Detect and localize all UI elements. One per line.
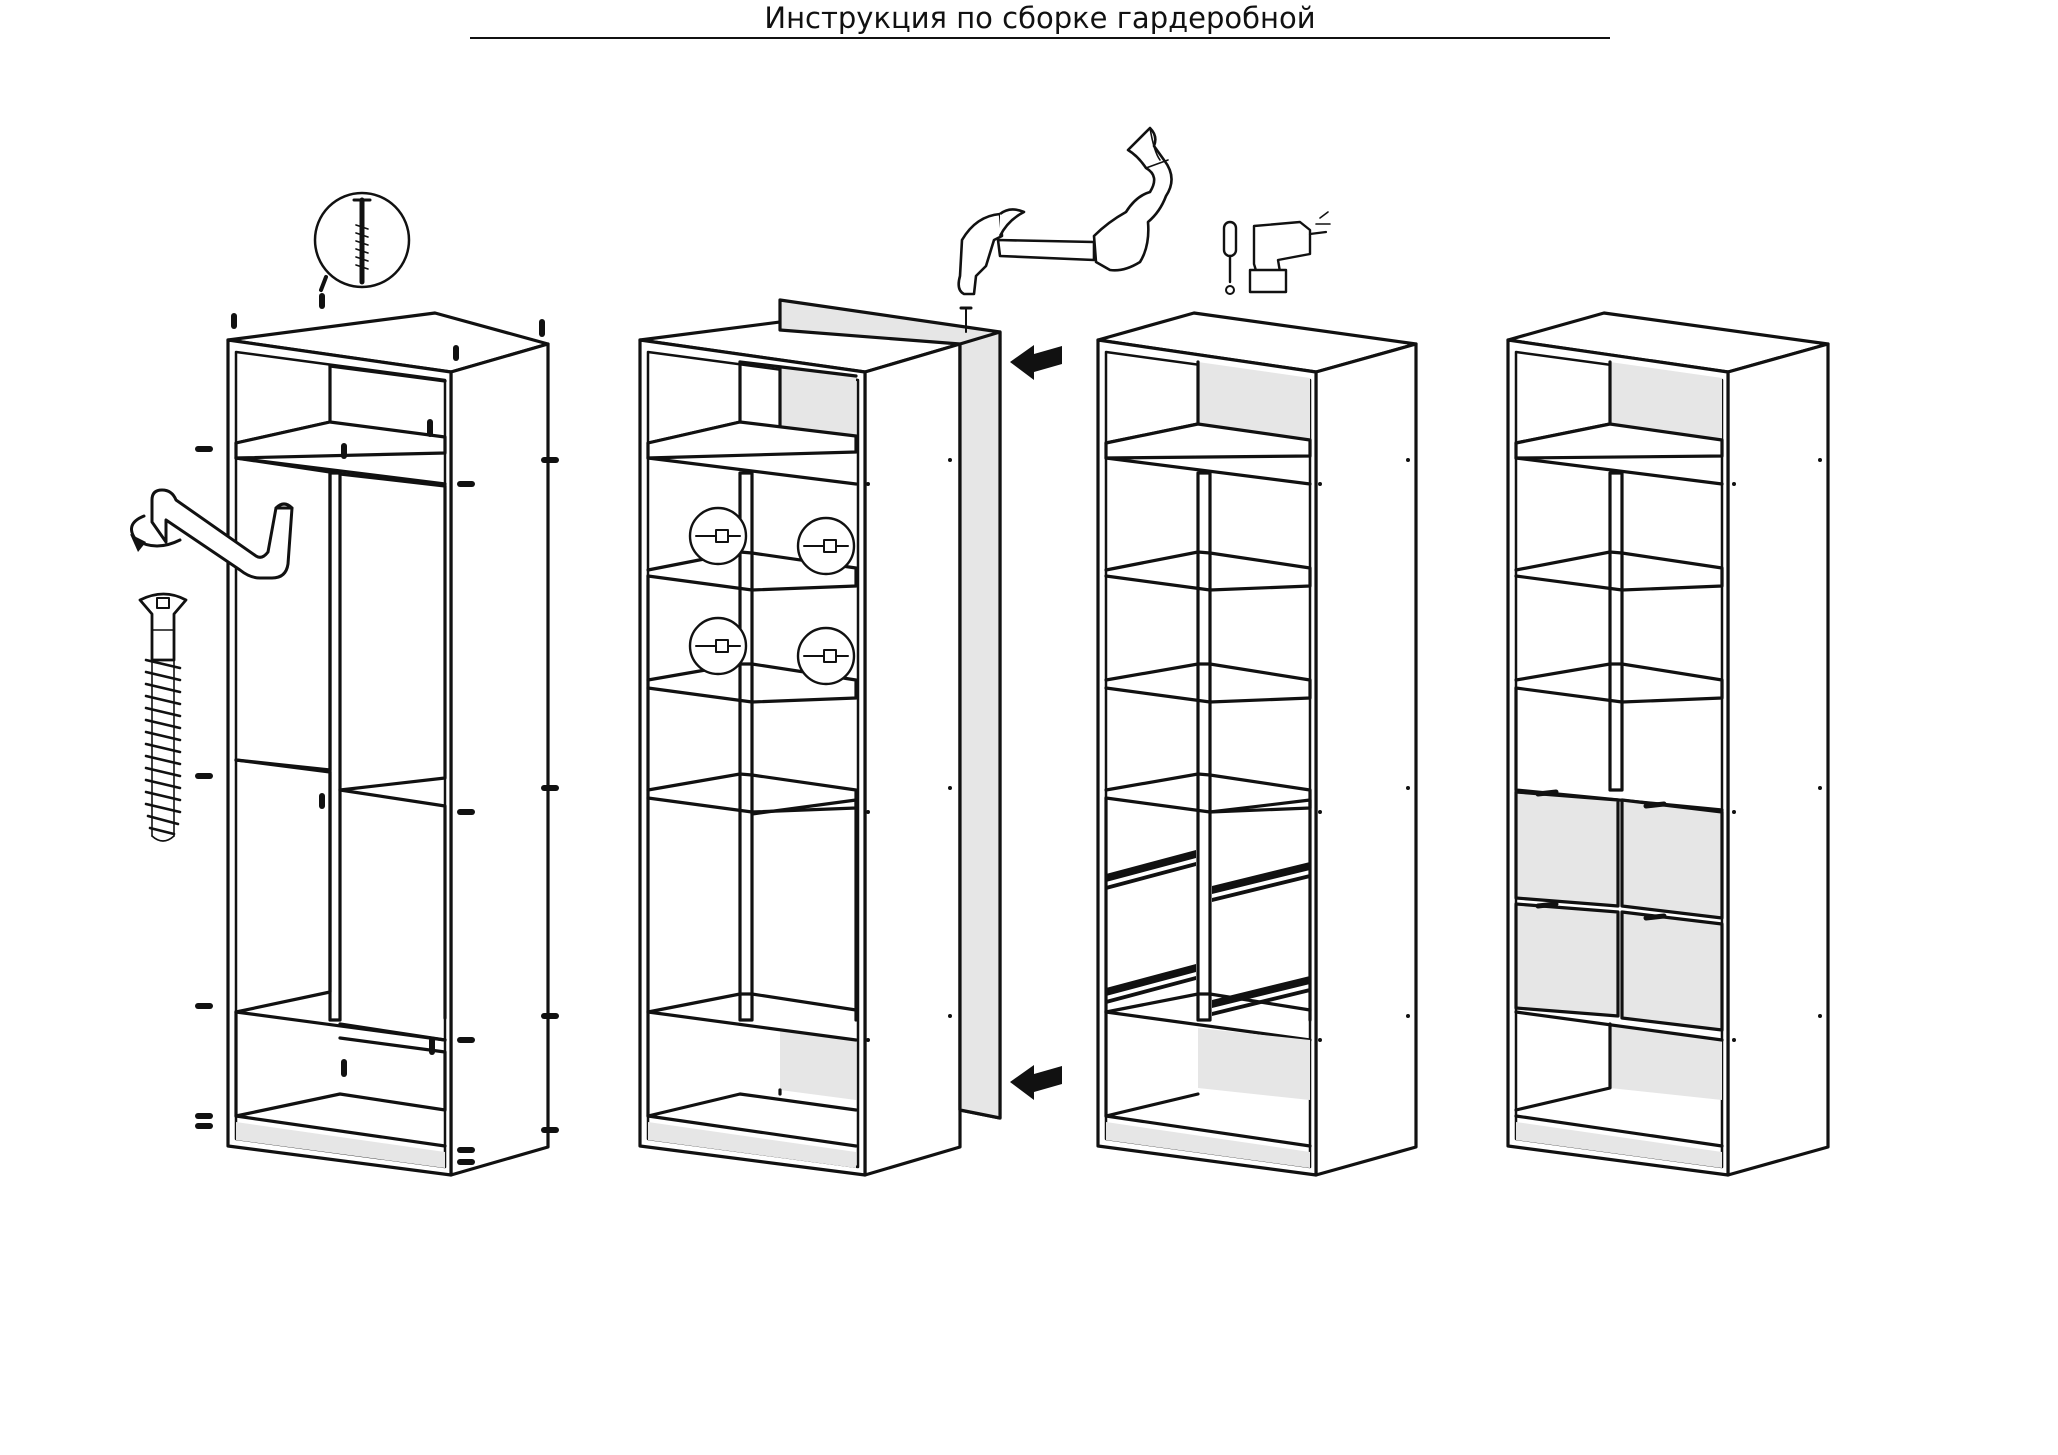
screwdriver-icon	[1222, 220, 1238, 295]
shelf-pin-icon	[688, 506, 856, 686]
hex-key-icon	[130, 488, 294, 580]
drawer-front-panels	[1514, 789, 1724, 1032]
page-title: Инструкция по сборке гардеробной	[764, 1, 1316, 35]
title-divider	[470, 37, 1610, 39]
drill-icon	[1248, 211, 1331, 294]
side-holes	[866, 458, 952, 1042]
step-drawer-runners	[1096, 311, 1418, 1177]
confirmat-screw-icon	[313, 191, 411, 292]
step-carcass-assembly	[130, 191, 559, 1177]
hammer-icon	[957, 126, 1173, 296]
nail-icon	[959, 306, 973, 333]
confirmat-screw-large-icon	[138, 592, 188, 842]
dowel-marks	[195, 293, 559, 1165]
side-holes	[1318, 458, 1410, 1042]
drawer-runner-icon	[1106, 850, 1310, 1016]
step-shelf-pins	[638, 311, 962, 1177]
side-holes	[1732, 458, 1822, 1042]
step-back-panel	[778, 126, 1331, 1120]
arrow-left-icon	[1010, 345, 1062, 1100]
step-drawer-fronts	[1506, 311, 1830, 1177]
